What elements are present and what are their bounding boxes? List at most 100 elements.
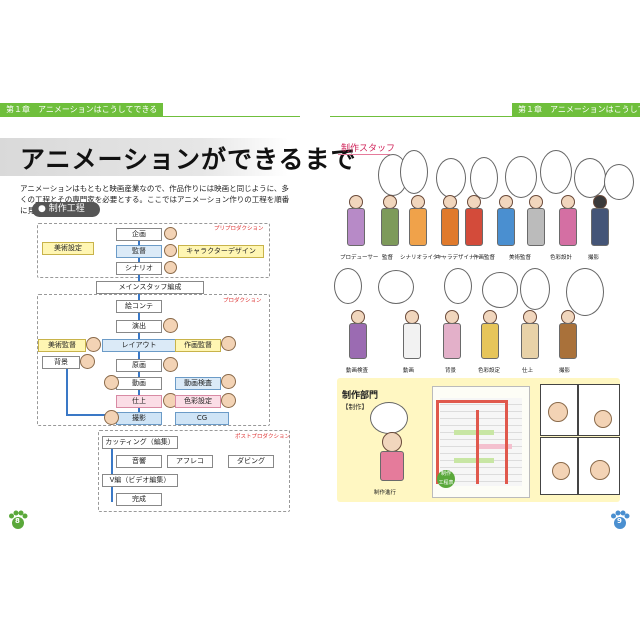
box-chara-design: キャラクターデザイン: [178, 245, 264, 258]
box-satsuei: 撮影: [116, 412, 162, 425]
chapter-line-left: [0, 116, 300, 117]
face-douga-icon: [104, 375, 119, 390]
box-genga: 原画: [116, 359, 162, 372]
staff-figure-satsuei2: [556, 310, 578, 362]
box-douga-kensa: 動画検査: [175, 377, 221, 390]
flow-line-bottom: [66, 414, 128, 416]
speech-bubble: [520, 268, 550, 310]
manga-face-icon: [552, 462, 570, 480]
phase-pre: [37, 223, 270, 278]
staff-label: 監督: [382, 255, 394, 261]
face-shikisai-icon: [221, 393, 236, 408]
chapter-tag-left: 第１章 アニメーションはこうしてできる: [0, 103, 164, 117]
staff-figure-extra: [588, 195, 610, 250]
speech-bubble: [378, 270, 414, 304]
box-enshutsu: 演出: [116, 320, 162, 333]
face-kensa-icon: [221, 374, 236, 389]
phase-post-label: ポストプロダクション: [235, 434, 291, 440]
staff-label: 作画監督: [473, 255, 496, 261]
box-bijutsu-settei: 美術設定: [42, 242, 94, 255]
face-haikei-icon: [80, 354, 95, 369]
section-pill: ● 制作工程: [32, 202, 100, 217]
production-dept-title: 制作部門: [342, 391, 379, 401]
speech-bubble: [505, 156, 537, 198]
box-kikaku: 企画: [116, 228, 162, 241]
staff-figure-douga: [400, 310, 422, 362]
box-douga: 動画: [116, 377, 162, 390]
flow-line-left: [66, 360, 68, 415]
staff-label: プロデューサー: [340, 255, 379, 261]
paw-icon-right: [611, 510, 630, 529]
face-genga-icon: [163, 357, 178, 372]
production-dept-subtitle: 【制作】: [342, 403, 368, 411]
staff-figure-haikei: [440, 310, 462, 362]
staff-figure-shikisai2: [478, 310, 500, 362]
face-director-icon: [164, 244, 177, 257]
box-cutting: カッティング（編集）: [102, 436, 178, 449]
box-dubbing: ダビング: [228, 455, 274, 468]
phase-production-label: プロダクション: [223, 298, 262, 304]
face-producer-icon: [164, 227, 177, 240]
box-afureko: アフレコ: [167, 455, 213, 468]
schedule-row-green: [454, 430, 494, 435]
staff-figure-satsuei: [556, 195, 578, 250]
staff-section-label: 制作スタッフ: [341, 144, 396, 154]
schedule-arrow-line: [476, 410, 479, 484]
staff-label: シナリオライター: [400, 255, 444, 261]
phase-post: [98, 430, 290, 512]
speech-bubble: [370, 402, 408, 434]
staff-figure-writer: [406, 195, 428, 250]
phase-pre-label: プリプロダクション: [214, 226, 264, 232]
schedule-row-pink: [478, 444, 512, 449]
flow-line-post: [111, 440, 113, 502]
title-band: [0, 138, 288, 176]
box-main-staff: メインスタッフ編成: [96, 281, 204, 294]
face-enshutsu-icon: [163, 318, 178, 333]
staff-figure-chara-designer: [438, 195, 460, 250]
speech-bubble: [604, 164, 634, 200]
production-runner-figure: [372, 432, 412, 482]
page-title: アニメーションができるまで: [20, 145, 357, 174]
phase-production: [37, 294, 270, 426]
page-number-right: 9: [617, 517, 622, 525]
staff-label: 美術監督: [509, 255, 532, 261]
chapter-line-right: [330, 116, 640, 117]
box-haikei: 背景: [42, 356, 80, 369]
staff-label: 動画検査: [346, 368, 369, 374]
staff-figure-shiage: [518, 310, 540, 362]
speech-bubble: [400, 150, 428, 194]
speech-bubble: [470, 157, 498, 199]
box-ekonte: 絵コンテ: [116, 300, 162, 313]
manga-face-icon: [548, 402, 568, 422]
box-layout: レイアウト: [102, 339, 176, 352]
staff-label: 仕上: [522, 368, 534, 374]
staff-figure-kensa: [346, 310, 368, 362]
face-sakuga-icon: [221, 336, 236, 351]
staff-label: 撮影: [559, 368, 571, 374]
speech-bubble: [334, 268, 362, 304]
box-kantoku: 監督: [116, 245, 162, 258]
speech-bubble: [566, 268, 604, 316]
staff-label: キャラデザイナー: [436, 255, 480, 261]
box-scenario: シナリオ: [116, 262, 162, 275]
schedule-arrow-line: [436, 400, 508, 484]
speech-bubble: [436, 158, 466, 198]
box-shikisai-settei: 色彩設定: [175, 395, 221, 408]
speech-bubble: [482, 272, 518, 308]
schedule-row-green: [454, 458, 494, 463]
staff-figure-bijutsu: [494, 195, 516, 250]
face-satsuei-icon: [104, 410, 119, 425]
chapter-tag-right: 第１章 アニメーションはこうしてできる: [512, 103, 640, 117]
staff-figure-director: [378, 195, 400, 250]
speech-bubble: [574, 158, 606, 198]
box-cg: CG: [175, 412, 229, 425]
manga-face-icon: [590, 460, 610, 480]
production-runner-label: 制作進行: [374, 490, 397, 496]
staff-figure-producer: [344, 195, 366, 250]
speech-bubble: [540, 150, 572, 194]
box-kansei: 完成: [116, 493, 162, 506]
paw-icon-left: [9, 510, 28, 529]
manga-face-icon: [594, 410, 612, 428]
staff-figure-sakuga: [462, 195, 484, 250]
box-onkyo: 音響: [116, 455, 162, 468]
